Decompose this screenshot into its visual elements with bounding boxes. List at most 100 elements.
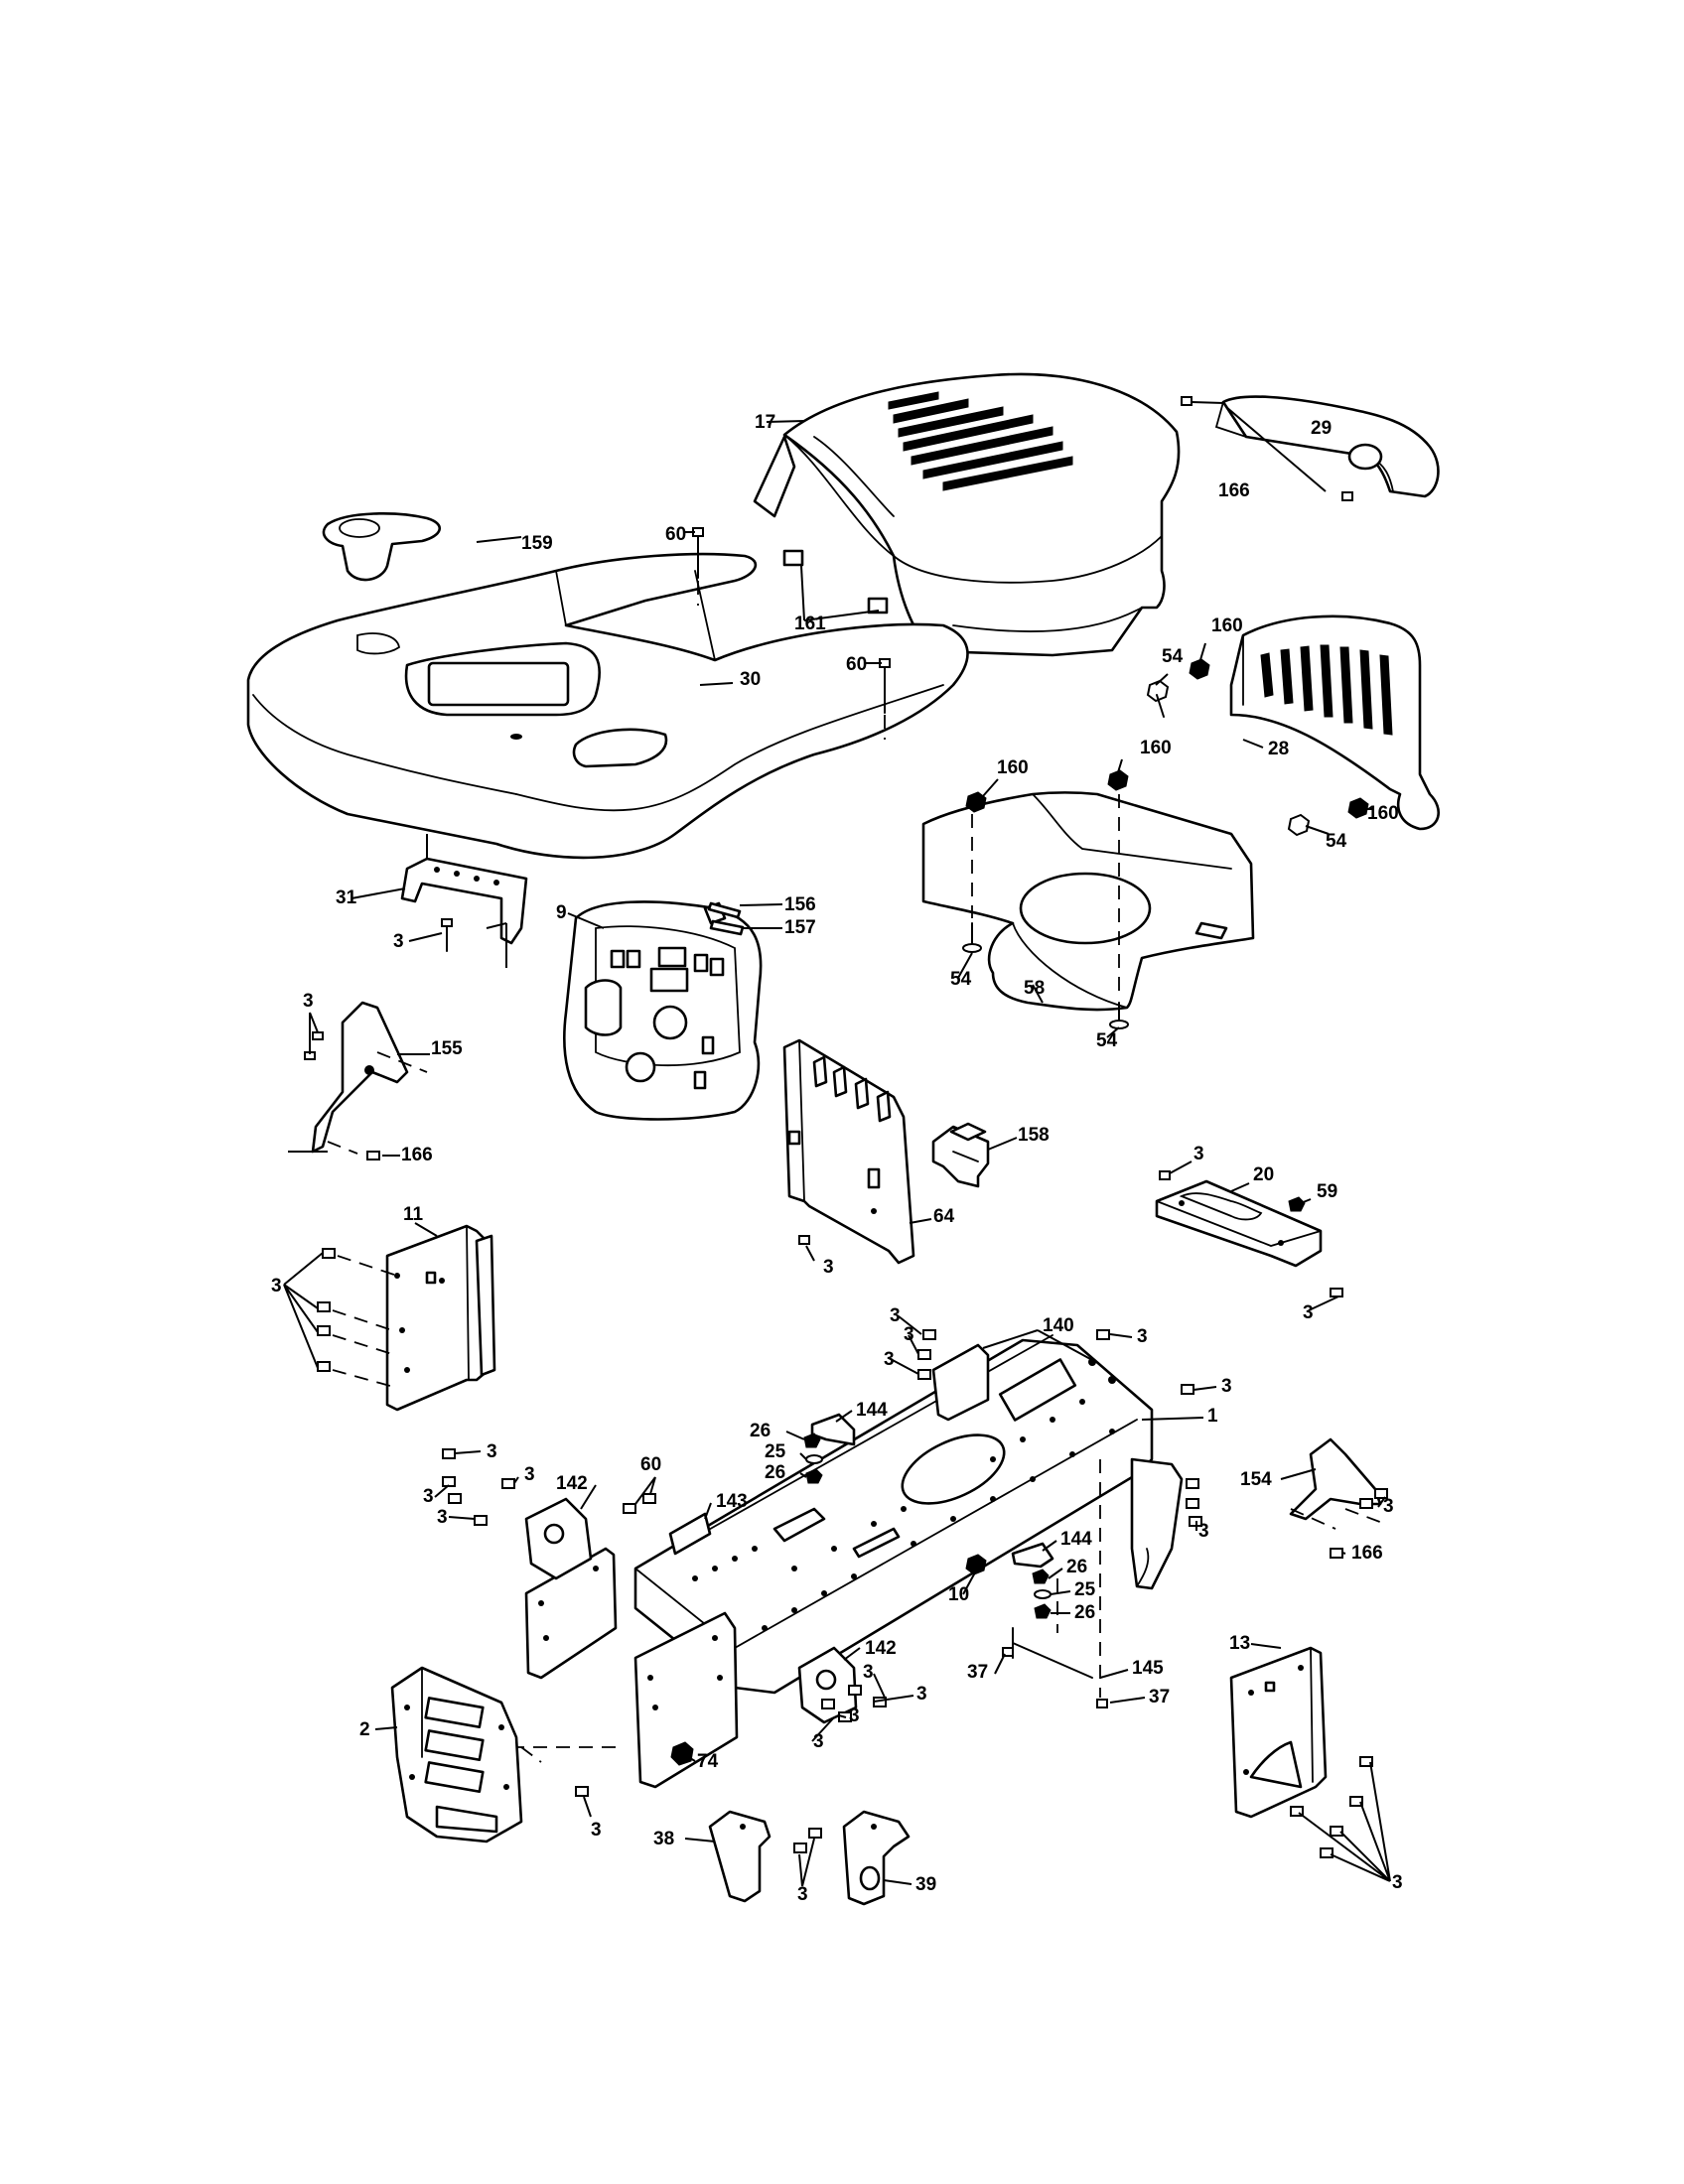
- callout-l154: 154: [1240, 1469, 1272, 1490]
- screws-3-left: [442, 1448, 515, 1526]
- callout-l166c: 166: [1351, 1543, 1383, 1564]
- callout-l58: 58: [1024, 978, 1045, 999]
- callout-l60c: 60: [640, 1454, 661, 1475]
- assembly-dashed-lines: [516, 581, 1120, 1763]
- nut-54a: [1146, 679, 1170, 718]
- screw-166b: [366, 1151, 380, 1160]
- callout-l30: 30: [740, 669, 761, 690]
- callout-l13: 13: [1229, 1633, 1250, 1654]
- callout-l3n: 3: [423, 1486, 434, 1507]
- fender-body-part: [246, 552, 969, 860]
- callout-l31: 31: [336, 887, 357, 908]
- callout-l159: 159: [521, 533, 553, 554]
- callout-l3m: 3: [524, 1464, 535, 1485]
- callout-l26b: 26: [765, 1462, 785, 1483]
- callout-l1: 1: [1207, 1406, 1218, 1427]
- callout-l60b: 60: [846, 654, 867, 675]
- side-grille-part: [1229, 614, 1440, 831]
- callout-l25a: 25: [765, 1441, 786, 1462]
- callout-l166a: 166: [1218, 480, 1250, 501]
- callout-l26a: 26: [750, 1421, 771, 1441]
- bracket-142a-part: [524, 1497, 593, 1580]
- callout-l3l: 3: [487, 1441, 497, 1462]
- callout-l145: 145: [1132, 1658, 1164, 1679]
- callout-l59: 59: [1317, 1181, 1337, 1202]
- bolt-166-upper: [1181, 396, 1193, 406]
- callout-l3w: 3: [797, 1884, 808, 1905]
- screw-3-plate2: [575, 1786, 589, 1797]
- nuts-144a-stack: [803, 1433, 823, 1484]
- bracket-140-part: [931, 1343, 990, 1422]
- clip-144b-part: [1011, 1542, 1054, 1569]
- callout-l11: 11: [403, 1204, 424, 1225]
- hood-part: [753, 372, 1181, 657]
- nuts-144b-stack: [1032, 1569, 1052, 1619]
- callout-l3j: 3: [884, 1349, 895, 1370]
- callout-l20: 20: [1253, 1164, 1274, 1185]
- callout-l3t: 3: [849, 1706, 860, 1726]
- callout-l160a: 160: [1211, 615, 1243, 636]
- callout-l160b: 160: [997, 757, 1029, 778]
- callout-l3v: 3: [591, 1820, 602, 1841]
- callout-l3d: 3: [823, 1257, 834, 1278]
- rod-145-part: [1012, 1627, 1093, 1679]
- callout-l3q: 3: [1198, 1521, 1209, 1542]
- callout-l37a: 37: [967, 1662, 988, 1683]
- cup-holder-part: [322, 512, 441, 582]
- screws-3-panel11: [317, 1248, 336, 1372]
- grille-part: [1214, 395, 1440, 498]
- callout-l160c: 160: [1140, 738, 1172, 758]
- callout-l54a: 54: [1162, 646, 1184, 667]
- side-plate-rear-part: [524, 1547, 618, 1680]
- callout-l161: 161: [794, 614, 826, 634]
- callout-l156: 156: [784, 894, 816, 915]
- callout-l142b: 142: [865, 1638, 897, 1659]
- callout-l54b: 54: [1326, 831, 1347, 852]
- callout-l144b: 144: [1060, 1529, 1092, 1550]
- seat-pan-part: [921, 791, 1255, 1012]
- nut-160b: [1347, 797, 1369, 819]
- panel-64-part: [782, 1038, 915, 1265]
- screws-3-140: [917, 1329, 1194, 1395]
- screw-3b: [304, 1031, 324, 1060]
- callout-l3h: 3: [904, 1324, 914, 1345]
- side-plate-mid-part: [633, 1611, 739, 1789]
- callout-l64: 64: [933, 1206, 955, 1227]
- clip-parts: [707, 901, 745, 936]
- callout-l160d: 160: [1367, 803, 1399, 824]
- screw-3e: [1330, 1288, 1343, 1297]
- callout-l155: 155: [431, 1038, 463, 1059]
- side-grille-vents: [1260, 644, 1393, 736]
- screw-3d: [798, 1235, 810, 1245]
- bracket-143-part: [668, 1512, 712, 1556]
- callout-l3k: 3: [1221, 1376, 1232, 1397]
- callout-l37b: 37: [1149, 1687, 1170, 1707]
- screws-3-38-39: [793, 1828, 822, 1853]
- bracket-31-part: [400, 834, 528, 968]
- bolt-166-lower: [1341, 491, 1353, 501]
- callout-l2: 2: [359, 1719, 370, 1740]
- callout-l3o: 3: [437, 1507, 448, 1528]
- callout-l144a: 144: [856, 1400, 888, 1421]
- callout-l29: 29: [1311, 418, 1332, 439]
- callout-l157: 157: [784, 917, 816, 938]
- nut-10: [965, 1554, 987, 1575]
- callout-l10: 10: [948, 1584, 969, 1605]
- hood-tab-right: [867, 597, 889, 614]
- screws-3-frontbracket: [1186, 1478, 1202, 1527]
- callout-l3u: 3: [813, 1731, 824, 1752]
- callout-l9: 9: [556, 902, 567, 923]
- callout-l140: 140: [1043, 1315, 1074, 1336]
- callout-l143: 143: [716, 1491, 748, 1512]
- callout-l158: 158: [1018, 1125, 1050, 1146]
- nut-160c: [965, 791, 987, 813]
- bracket-142b-part: [797, 1646, 858, 1724]
- panel-11-part: [332, 1224, 496, 1412]
- callout-l3g: 3: [890, 1305, 901, 1326]
- nut-160d: [1107, 769, 1129, 791]
- callout-l3r: 3: [863, 1662, 874, 1683]
- bracket-39-part: [842, 1810, 911, 1906]
- dash-panel-part: [563, 900, 763, 1121]
